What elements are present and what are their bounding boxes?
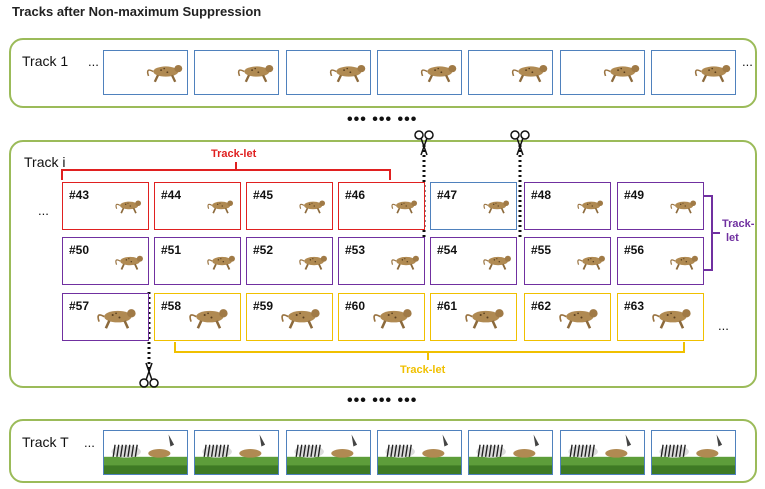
track-i-label: Track i [24,154,66,170]
frame-number: #48 [531,188,552,202]
track-i-trail-ellipsis: ... [718,318,729,333]
frame-number: #50 [69,243,90,257]
track-i-frame-50: #50 [62,237,149,285]
frame-number: #60 [345,299,366,313]
track-t-frame [376,430,462,475]
red-tracklet-bracket [61,162,391,180]
track-t-frame [194,430,280,475]
track-i-frame-43: #43 [62,182,149,230]
track-i-frame-56: #56 [617,237,704,285]
purple-tracklet-bracket [704,195,720,271]
frame-number: #55 [531,243,552,257]
track-1-frame [559,50,645,95]
frame-number: #47 [437,188,458,202]
track-t-frame [468,430,554,475]
frame-number: #63 [624,299,645,313]
track-i-frame-53: #53 [338,237,425,285]
track-t-frame [650,430,736,475]
track-i-lead-ellipsis: ... [38,203,49,218]
track-i-frame-58: #58 [154,293,241,341]
track-i-frame-52: #52 [246,237,333,285]
frame-number: #61 [437,299,458,313]
frame-number: #53 [345,243,366,257]
track-1-label: Track 1 [22,53,69,69]
track-i-frame-47: #47 [430,182,517,230]
track-i-frame-57: #57 [62,293,149,341]
track-1-frame [468,50,554,95]
track-i-frame-55: #55 [524,237,611,285]
red-tracklet-label: Track-let [211,148,257,160]
frame-number: #54 [437,243,458,257]
track-1-frame [650,50,736,95]
frame-number: #59 [253,299,274,313]
track-i-frame-60: #60 [338,293,425,341]
between-tracks-ellipsis-bottom: ••• ••• ••• [347,392,418,409]
track-t-frame [285,430,371,475]
track-i-frame-61: #61 [430,293,517,341]
scissors-icon [510,130,530,161]
frame-number: #62 [531,299,552,313]
track-t-label: Track T [22,434,69,450]
diagram-title: Tracks after Non-maximum Suppression [12,4,262,19]
track-i-frame-46: #46 [338,182,425,230]
track-t-frame [103,430,188,475]
track-i-frame-49: #49 [617,182,704,230]
track-t-frame [559,430,645,475]
track-1-frame [103,50,188,95]
track-1-frame [194,50,280,95]
frame-number: #43 [69,188,90,202]
track-1-frame [376,50,462,95]
purple-tracklet-label-line2: let [726,232,739,244]
gold-tracklet-bracket [174,342,685,360]
frame-number: #57 [69,299,90,313]
frame-number: #45 [253,188,274,202]
gold-tracklet-label: Track-let [400,364,446,376]
track-i-frame-51: #51 [154,237,241,285]
purple-tracklet-label-line1: Track- [722,218,755,230]
track-1-lead-ellipsis: ... [88,54,99,69]
track-i-frame-54: #54 [430,237,517,285]
between-tracks-ellipsis-top: ••• ••• ••• [347,111,418,128]
frame-number: #56 [624,243,645,257]
frame-number: #44 [161,188,182,202]
frame-number: #46 [345,188,366,202]
track-1-trail-ellipsis: ... [742,54,753,69]
track-i-frame-44: #44 [154,182,241,230]
track-t-lead-ellipsis: ... [84,435,95,450]
frame-number: #52 [253,243,274,257]
frame-number: #51 [161,243,182,257]
frame-number: #49 [624,188,645,202]
scissors-icon [139,362,159,393]
frame-number: #58 [161,299,182,313]
track-i-frame-45: #45 [246,182,333,230]
track-1-frame [285,50,371,95]
track-i-frame-48: #48 [524,182,611,230]
track-i-frame-59: #59 [246,293,333,341]
track-i-frame-62: #62 [524,293,611,341]
scissors-icon [414,130,434,161]
track-i-frame-63: #63 [617,293,704,341]
